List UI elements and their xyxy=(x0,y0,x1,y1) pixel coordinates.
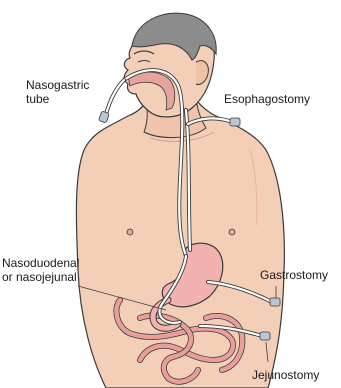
label-nasogastric-line2: tube xyxy=(26,92,89,106)
nipple-right xyxy=(229,229,235,235)
label-nasoduodenal-line1: Nasoduodenal xyxy=(2,256,79,270)
label-nasogastric-tube: Nasogastric tube xyxy=(26,78,89,106)
label-nasoduodenal-line2: or nasojejunal xyxy=(2,270,79,284)
label-nasoduodenal: Nasoduodenal or nasojejunal xyxy=(2,256,79,284)
label-jejunostomy: Jejunostomy xyxy=(252,368,319,382)
label-nasogastric-line1: Nasogastric xyxy=(26,78,89,92)
label-gastrostomy: Gastrostomy xyxy=(260,268,328,282)
nipple-left xyxy=(127,229,133,235)
label-esophagostomy: Esophagostomy xyxy=(224,92,310,106)
